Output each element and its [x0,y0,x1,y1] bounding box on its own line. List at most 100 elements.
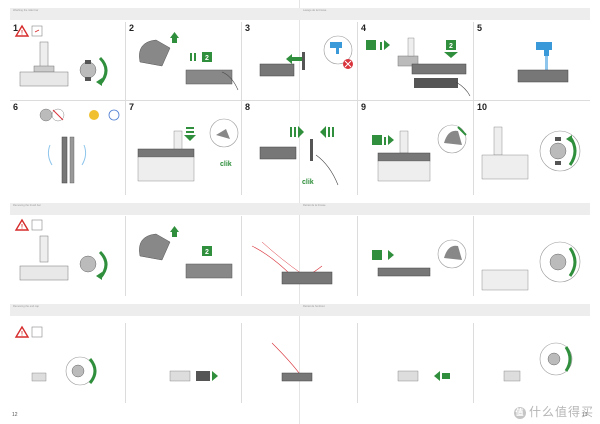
zoom-icon [209,118,239,148]
hand-shape [139,39,171,67]
step-3-cell: 3 [242,22,358,100]
step-8-illustration [259,126,339,186]
time-icon [108,109,120,121]
section-title-right: Retrait de la brosse [303,204,326,207]
clik-label: clik [220,161,232,168]
cleaner-head [137,156,195,182]
sun-icon [89,110,99,120]
step-number: 7 [129,102,135,112]
rotate-arrow-icon [568,247,577,277]
warning-icon [14,325,30,338]
section-title-right: Lavage de la brosse [303,9,327,12]
step-number: 2 [129,23,135,33]
unlock-illustration: ! [14,218,108,281]
lock-dial-icon [549,253,567,271]
endcap-lock-illustration [503,342,573,382]
tap-zoom-icon [323,35,353,65]
clik-label: clik [302,179,314,186]
step-badge [202,52,212,62]
push-left-arrow-icon [434,371,440,381]
watermark: 值什么值得买 [513,403,594,420]
step-cell: 2 [126,216,242,296]
zoom-icon [437,239,467,269]
end-cap [196,371,210,381]
step-cell [126,323,242,403]
unplug-icon [31,25,43,37]
endcap-pull-illustration [169,370,218,382]
step-cell [358,323,474,403]
rotate-arrow-icon [88,358,97,384]
end-cap [302,52,305,70]
steps-row-2: 6 7 [10,101,590,195]
push-right-arrow-icon [388,135,394,145]
row-divider [10,100,590,101]
step-cell: ! [10,323,126,403]
watermark-text: 什么值得买 [528,405,594,419]
section-title-right: Retrait de l'embout [303,305,325,308]
push-left-arrow-icon [320,126,326,138]
watermark-logo: 值 [513,406,526,419]
tap-icon [536,42,552,50]
brush-bar [185,69,233,85]
down-arrow-icon [184,135,196,141]
section-title-left: Removing the end cap [13,305,39,308]
cleaner-head [481,154,529,180]
water-stream [545,56,548,70]
release-illustration: 2 [139,226,233,279]
hair-removal-illustration [251,241,333,285]
roller-bar [517,69,569,83]
step-7-cell: 7 clik [126,101,242,195]
brush-bar [185,263,233,279]
step-6-cell: 6 [10,101,126,195]
pull-right-arrow-icon [212,371,218,381]
up-arrow-icon [172,38,177,43]
cleaner-head [19,265,69,281]
roller-upright [61,136,68,184]
unplug-icon [31,219,43,231]
lock-dial-icon [71,364,85,378]
step-9-illustration [372,124,467,182]
step-cell [474,323,590,403]
no-dryer-icon [51,108,65,122]
section-title-left: Washing the roller bar [13,9,39,12]
step-10-cell: 10 [474,101,590,195]
step-number: 1 [13,23,19,33]
step-cell [242,323,358,403]
steps-row-4: ! [10,323,590,403]
roller-bar [411,63,467,75]
step-badge [446,40,456,50]
step-4-cell: 4 2 [358,22,474,100]
step-cell [358,216,474,296]
section-header-endcap: Removing the end cap Retrait de l'embout [10,304,590,316]
vacuum-body [39,41,49,69]
step-cell: ! [10,216,126,296]
step-5-illustration [517,42,569,83]
step-1-cell: 1 ! [10,22,126,100]
air-lines [47,144,53,166]
step-2-illustration: 2 [139,32,239,91]
step-3-illustration [259,35,353,77]
push-arrow-icon [298,126,304,138]
svg-text:2: 2 [449,43,453,50]
rotate-arrow-icon [564,346,572,372]
step-number: 5 [477,23,483,33]
pull-left-arrow-icon [286,54,292,64]
roller-bar [137,148,195,158]
lock-dial-icon [547,352,561,366]
cleaner-head [19,71,69,87]
step-number: 9 [361,102,367,112]
push-right-arrow-icon [388,250,394,260]
lock-dial-icon [79,61,97,79]
svg-text:2: 2 [205,55,209,62]
svg-text:2: 2 [205,249,209,256]
step-number: 6 [13,102,19,112]
roller-bar [377,152,431,162]
step-badge [202,246,212,256]
step-number: 4 [361,23,367,33]
step-8-cell: 8 clik [242,101,358,195]
roller-bar [281,271,333,285]
roller-bar [259,146,297,160]
section-header-brush: Removing the brush bar Retrait de la bro… [10,203,590,215]
warning-icon [14,24,30,37]
endcap-clean-illustration [271,342,313,382]
